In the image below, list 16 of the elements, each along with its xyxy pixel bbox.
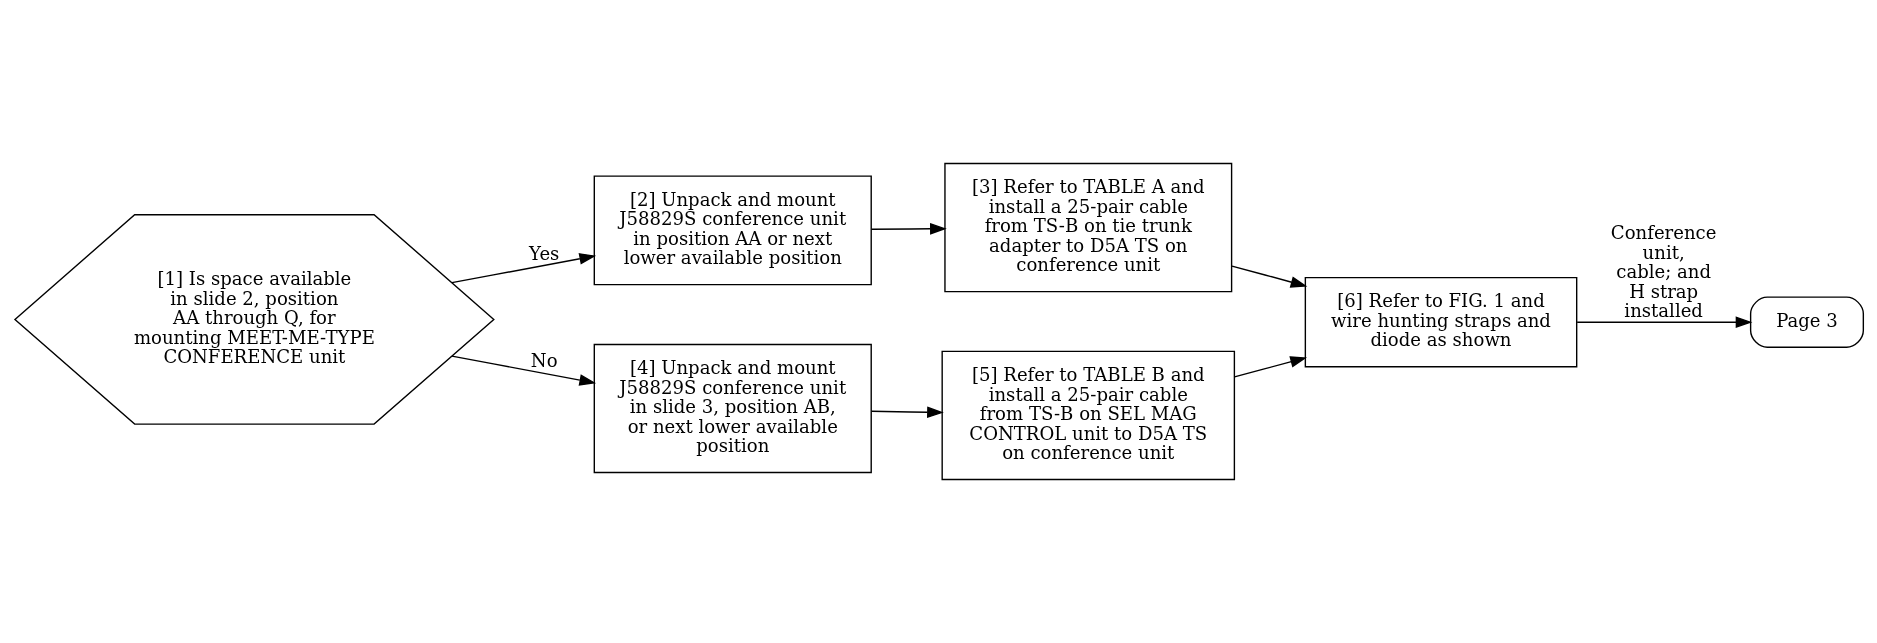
node-box: [3] Refer to TABLE A and install a 25-pair cable from TS-B on tie trunk adapter to D5A TS on conference unit: [943, 162, 1232, 293]
node-box: [5] Refer to TABLE B and install a 25-pair cable from TS-B on SEL MAG CONTROL unit to D5A TS on conference unit: [940, 350, 1235, 481]
arrow: [870, 406, 944, 419]
node-box: [4] Unpack and mount J58829S conference unit in slide 3, position AB, or next lower available position: [593, 343, 872, 474]
arrow: [450, 253, 596, 284]
edge-label: Conference unit, cable; and H strap installed: [1610, 222, 1716, 322]
arrow: [1233, 356, 1307, 378]
arrow: [1230, 265, 1307, 288]
arrow: [1575, 316, 1752, 329]
node-box: [6] Refer to FIG. 1 and wire hunting straps and diode as shown: [1304, 276, 1577, 368]
edge-label: No: [530, 350, 558, 372]
edge-label: Yes: [528, 243, 559, 265]
arrow: [870, 222, 947, 235]
node-box: Page 3: [1749, 296, 1864, 348]
arrow: [450, 355, 596, 386]
node-box: [2] Unpack and mount J58829S conference unit in position AA or next lower available position: [593, 175, 872, 286]
